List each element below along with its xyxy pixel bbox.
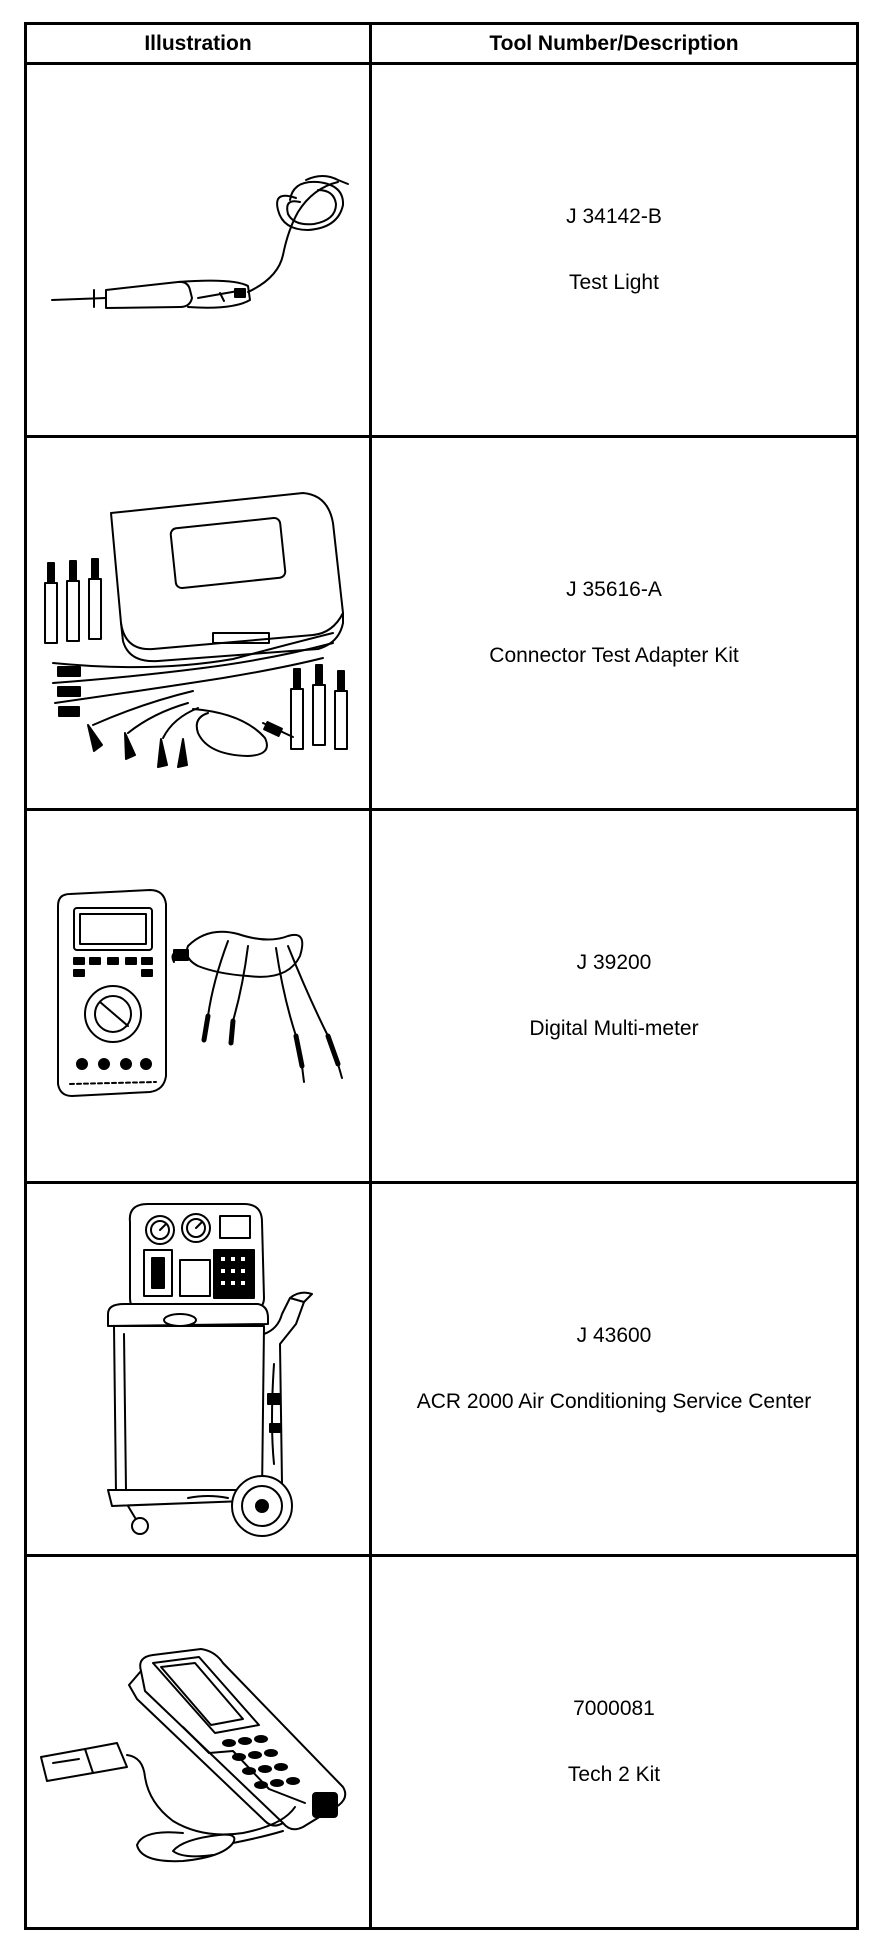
tool-number: J 35616-A — [566, 578, 662, 601]
tool-number: J 43600 — [576, 1324, 652, 1347]
tool-description: Tech 2 Kit — [567, 1763, 661, 1786]
tool-number: 7000081 — [573, 1697, 655, 1720]
description-cell: J 34142-B Test Light — [369, 62, 859, 438]
tech2-scanner-icon — [40, 1648, 347, 1863]
tools-table: Illustration Tool Number/Description — [24, 22, 859, 1930]
description-cell: 7000081 Tech 2 Kit — [369, 1554, 859, 1930]
description-cell: J 39200 Digital Multi-meter — [369, 808, 859, 1184]
header-row: Illustration Tool Number/Description — [24, 22, 859, 65]
table-row: J 39200 Digital Multi-meter — [24, 808, 859, 1184]
tool-description: Test Light — [569, 271, 659, 294]
adapter-kit-icon — [44, 492, 348, 768]
header-tool-description: Tool Number/Description — [369, 22, 859, 65]
ac-service-center-icon — [107, 1203, 313, 1537]
multimeter-icon — [57, 889, 343, 1097]
table-row: J 35616-A Connector Test Adapter Kit — [24, 435, 859, 811]
table-row: J 43600 ACR 2000 Air Conditioning Servic… — [24, 1181, 859, 1557]
test-light-icon — [51, 175, 349, 309]
illustration-cell — [24, 1554, 372, 1930]
tool-number: J 39200 — [576, 951, 652, 974]
tool-number: J 34142-B — [566, 205, 662, 228]
tool-description: ACR 2000 Air Conditioning Service Center — [416, 1390, 812, 1413]
illustration-cell — [24, 62, 372, 438]
description-cell: J 43600 ACR 2000 Air Conditioning Servic… — [369, 1181, 859, 1557]
tool-description: Digital Multi-meter — [529, 1017, 699, 1040]
header-illustration: Illustration — [24, 22, 372, 65]
illustration-cell — [24, 1181, 372, 1557]
illustration-cell — [24, 808, 372, 1184]
table-row: J 34142-B Test Light — [24, 62, 859, 438]
tool-description: Connector Test Adapter Kit — [489, 644, 739, 667]
table-row: 7000081 Tech 2 Kit — [24, 1554, 859, 1930]
description-cell: J 35616-A Connector Test Adapter Kit — [369, 435, 859, 811]
illustration-cell — [24, 435, 372, 811]
